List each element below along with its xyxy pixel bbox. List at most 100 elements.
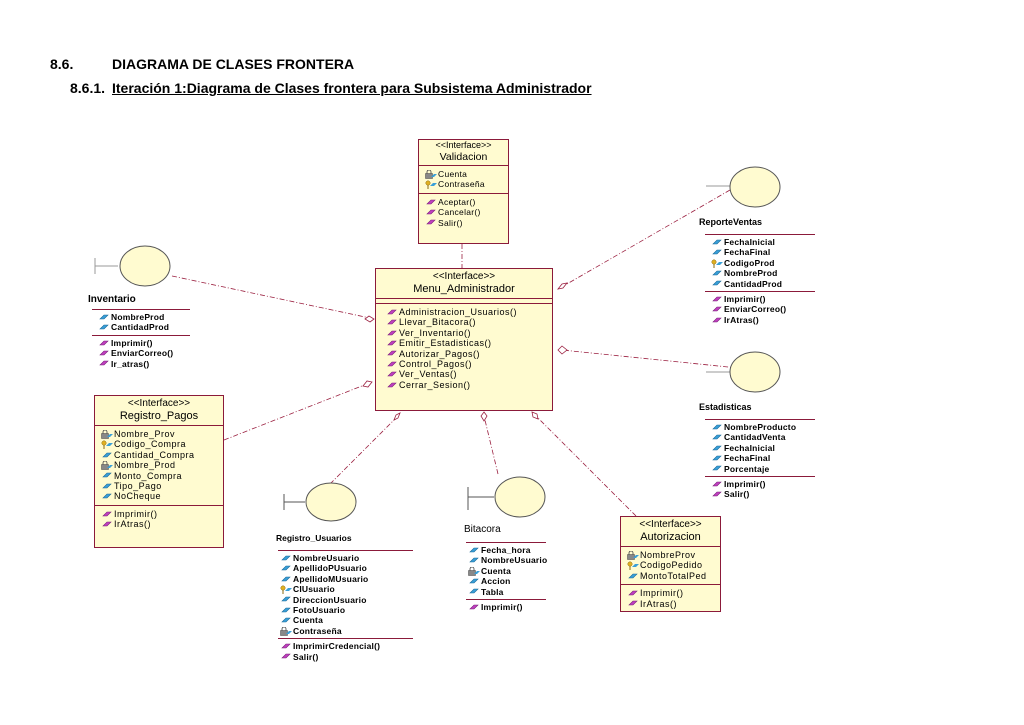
operation-row: Control_Pagos() [386, 359, 552, 369]
attribute-label: Contraseña [293, 625, 342, 636]
operation-icon [425, 218, 438, 227]
operations: Imprimir()EnviarCorreo()Ir_atras() [92, 336, 190, 371]
attribute-label: Porcentaje [724, 463, 770, 474]
attribute-row: CIUsuario [280, 584, 413, 594]
operation-label: Imprimir() [111, 337, 153, 348]
operation-row: Imprimir() [98, 338, 190, 348]
attribute-icon [711, 248, 724, 257]
aggregation-diamond [480, 411, 488, 422]
operation-label: Emitir_Estadisticas() [399, 338, 492, 349]
operation-label: Imprimir() [640, 588, 684, 599]
attribute-row: Nombre_Prod [101, 460, 223, 470]
attribute-label: ApellidoMUsuario [293, 573, 369, 584]
operation-icon [627, 599, 640, 608]
operation-row: Salir() [711, 489, 815, 499]
operation-icon [711, 480, 724, 489]
boundary-name-registro-usuarios: Registro_Usuarios [276, 533, 352, 543]
attribute-label: FechaInicial [724, 237, 776, 247]
operation-label: Salir() [724, 489, 750, 500]
attribute-icon [101, 471, 114, 480]
operation-label: Administracion_Usuarios() [399, 307, 518, 317]
aggregation-diamond [557, 345, 568, 355]
operation-row: IrAtras() [101, 519, 223, 529]
class-name: Menu_Administrador [376, 283, 552, 299]
operation-icon [711, 316, 724, 325]
attribute-icon [280, 564, 293, 573]
operation-row: Administracion_Usuarios() [386, 307, 552, 317]
attribute-label: Cantidad_Compra [114, 449, 195, 460]
operation-label: Llevar_Bitacora() [399, 317, 477, 328]
lock-attribute-icon [627, 550, 640, 560]
attribute-icon [101, 492, 114, 501]
stereotype: <<Interface>> [435, 140, 492, 150]
operation-icon [711, 305, 724, 314]
attribute-row: CantidadVenta [711, 432, 815, 442]
attribute-icon [468, 577, 481, 586]
attribute-label: Nombre_Prov [114, 429, 176, 439]
attribute-label: CantidadProd [724, 278, 783, 289]
operation-label: Cerrar_Sesion() [399, 379, 471, 390]
attribute-icon [711, 464, 724, 473]
operation-row: Ir_atras() [98, 359, 190, 369]
attribute-label: FechaFinal [724, 247, 771, 258]
attribute-row: NombreProd [98, 312, 190, 322]
attribute-label: CantidadVenta [724, 432, 786, 443]
attribute-label: NombreProd [111, 312, 165, 322]
attribute-icon [468, 556, 481, 565]
operation-icon [711, 490, 724, 499]
attribute-label: Nombre_Prod [114, 460, 176, 471]
operation-row: Imprimir() [101, 509, 223, 519]
attribute-row: Monto_Compra [101, 471, 223, 481]
key-attribute-icon [425, 180, 438, 190]
attribute-row: Cantidad_Compra [101, 450, 223, 460]
operation-row: IrAtras() [627, 599, 720, 609]
aggregation-diamond [364, 315, 375, 323]
operations: ImprimirCredencial()Salir() [278, 639, 413, 664]
attribute-row: Contraseña [425, 179, 508, 189]
aggregation-diamond [531, 411, 539, 420]
attribute-row: Cuenta [280, 615, 413, 625]
boundary-icon-registro-usuarios [305, 482, 357, 522]
attribute-row: FechaInicial [711, 237, 815, 247]
key-attribute-icon [627, 561, 640, 571]
key-attribute-icon [280, 585, 293, 594]
attribute-icon [468, 546, 481, 555]
attributes [376, 299, 552, 304]
operation-label: Aceptar() [438, 196, 476, 207]
attribute-icon [627, 572, 640, 581]
key-attribute-icon [101, 440, 114, 450]
operation-icon [280, 642, 293, 651]
stereotype: <<Interface>> [432, 271, 496, 282]
attribute-row: CantidadProd [711, 279, 815, 289]
attribute-label: Fecha_hora [481, 545, 531, 555]
lock-attribute-icon [425, 169, 438, 179]
attribute-label: Cuenta [481, 565, 512, 576]
attribute-icon [280, 606, 293, 615]
attribute-icon [711, 269, 724, 278]
attribute-row: FechaFinal [711, 247, 815, 257]
lock-attribute-icon [280, 626, 293, 636]
operation-icon [386, 370, 399, 379]
attribute-label: NombreUsuario [481, 555, 548, 566]
attribute-icon [711, 454, 724, 463]
operation-icon [386, 329, 399, 338]
attribute-icon [280, 616, 293, 625]
operation-row: EnviarCorreo() [98, 348, 190, 358]
operation-icon [98, 349, 111, 358]
attribute-label: CodigoPedido [640, 560, 703, 571]
class-registro-pagos: <<Interface>> Registro_Pagos Nombre_Prov… [94, 395, 224, 548]
attribute-icon [468, 587, 481, 596]
attribute-label: DireccionUsuario [293, 594, 367, 605]
boundary-icon-bitacora [494, 476, 546, 518]
attribute-row: ApellidoPUsuario [280, 563, 413, 573]
operations: Imprimir()Salir() [705, 477, 815, 502]
attribute-row: FotoUsuario [280, 605, 413, 615]
